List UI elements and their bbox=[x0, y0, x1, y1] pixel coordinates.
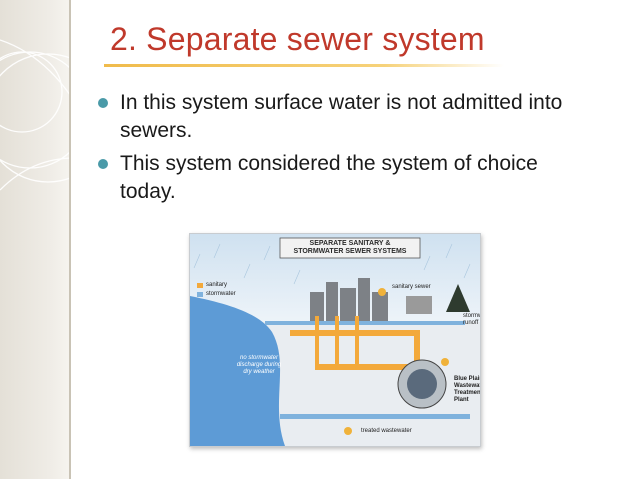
slide-title: 2. Separate sewer system bbox=[110, 21, 485, 57]
treatment-plant-tank bbox=[407, 369, 437, 399]
legend-sanitary-label: sanitary bbox=[206, 282, 228, 288]
marker-3-icon bbox=[344, 427, 352, 435]
stormwater-runoff-label: stormwater runoff bbox=[463, 313, 480, 326]
bullet-dot-icon bbox=[98, 98, 108, 108]
bullet-text: In this system surface water is not admi… bbox=[120, 91, 563, 142]
diagram-title-box bbox=[279, 237, 421, 259]
bullet-item: This system considered the system of cho… bbox=[98, 150, 598, 206]
decorative-swirl-lines bbox=[0, 39, 113, 191]
bullet-text: This system considered the system of cho… bbox=[120, 152, 538, 203]
treated-wastewater-label: treated wastewater bbox=[361, 428, 412, 434]
city-buildings bbox=[310, 278, 388, 324]
sewer-system-diagram: SEPARATE SANITARY & STORMWATER SEWER SYS… bbox=[189, 233, 481, 447]
title-underline bbox=[104, 64, 504, 67]
bullet-dot-icon bbox=[98, 159, 108, 169]
house bbox=[406, 296, 432, 314]
legend-stormwater-label: stormwater bbox=[206, 291, 236, 297]
diagram-title: SEPARATE SANITARY & STORMWATER SEWER SYS… bbox=[293, 240, 407, 255]
legend-sanitary-swatch bbox=[197, 283, 203, 288]
river-note-label: no stormwater discharge during dry weath… bbox=[236, 355, 282, 375]
marker-1-icon bbox=[378, 288, 386, 296]
treatment-plant-label: Blue Plains Wastewater Treatment Plant bbox=[454, 376, 481, 403]
tree-icon bbox=[446, 284, 470, 312]
river bbox=[190, 296, 285, 446]
diagram-illustration bbox=[190, 234, 480, 446]
marker-2-icon bbox=[441, 358, 449, 366]
sanitary-sewer-label: sanitary sewer bbox=[392, 284, 431, 290]
side-band-divider bbox=[69, 0, 71, 479]
treated-outflow-pipe bbox=[280, 414, 470, 419]
bullet-item: In this system surface water is not admi… bbox=[98, 89, 598, 145]
sanitary-pipes bbox=[290, 316, 435, 370]
legend-stormwater-swatch bbox=[197, 292, 203, 297]
rain-streaks bbox=[193, 243, 471, 285]
storm-pipe bbox=[265, 321, 465, 325]
